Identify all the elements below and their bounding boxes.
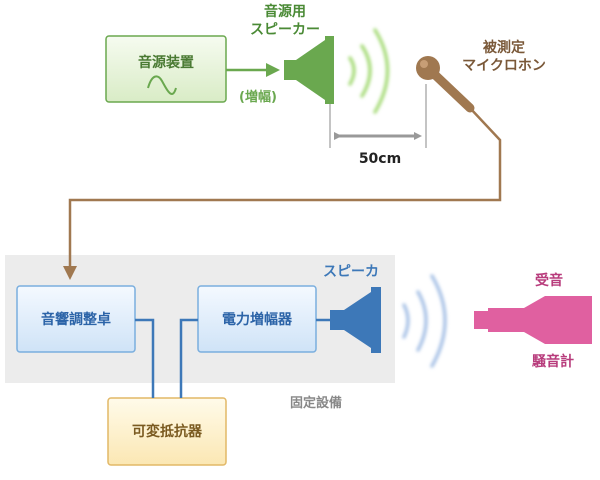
mic-head-highlight xyxy=(420,60,428,68)
fixed-speaker-body xyxy=(330,310,344,330)
fixed-speaker-sound-waves xyxy=(402,274,447,368)
source-sound-waves xyxy=(348,28,390,114)
source-speaker-label-line1: 音源用 xyxy=(264,3,306,20)
receiver-label: 受音 xyxy=(535,272,563,289)
source-speaker-label-line2: スピーカー xyxy=(250,22,320,38)
source-device-label: 音源装置 xyxy=(138,54,194,71)
source-speaker-front xyxy=(325,36,334,104)
meter-label: 騒音計 xyxy=(532,353,574,370)
fixed-equipment-label: 固定設備 xyxy=(290,395,342,411)
test-mic-label-line1: 被測定 xyxy=(483,39,525,56)
mic-head xyxy=(416,56,440,80)
power-amp-label: 電力増幅器 xyxy=(222,311,293,328)
mixer-label: 音響調整卓 xyxy=(41,311,111,328)
mic-cable xyxy=(68,107,502,268)
variable-resistor-box[interactable] xyxy=(107,397,227,466)
test-mic-label-line2: マイクロホン xyxy=(462,58,546,74)
source-speaker-cone xyxy=(296,40,325,100)
mixer-to-resistor-wire xyxy=(135,318,155,398)
source-speaker-body xyxy=(284,60,296,80)
sine-wave-icon xyxy=(147,75,177,95)
fixed-speaker-cone xyxy=(344,292,371,348)
source-to-speaker-arrowhead xyxy=(266,63,280,77)
resistor-to-amp-wire xyxy=(179,318,198,398)
variable-resistor-label: 可変抵抗器 xyxy=(132,423,203,440)
distance-label: 50cm xyxy=(359,151,401,167)
mic-cable-arrowhead xyxy=(63,266,77,280)
fixed-speaker-label: スピーカ xyxy=(323,264,379,280)
mic-handle xyxy=(427,67,475,113)
fixed-speaker-front xyxy=(371,287,381,353)
sound-level-meter-icon xyxy=(474,296,592,344)
amp-note-label: (増幅) xyxy=(239,89,277,105)
